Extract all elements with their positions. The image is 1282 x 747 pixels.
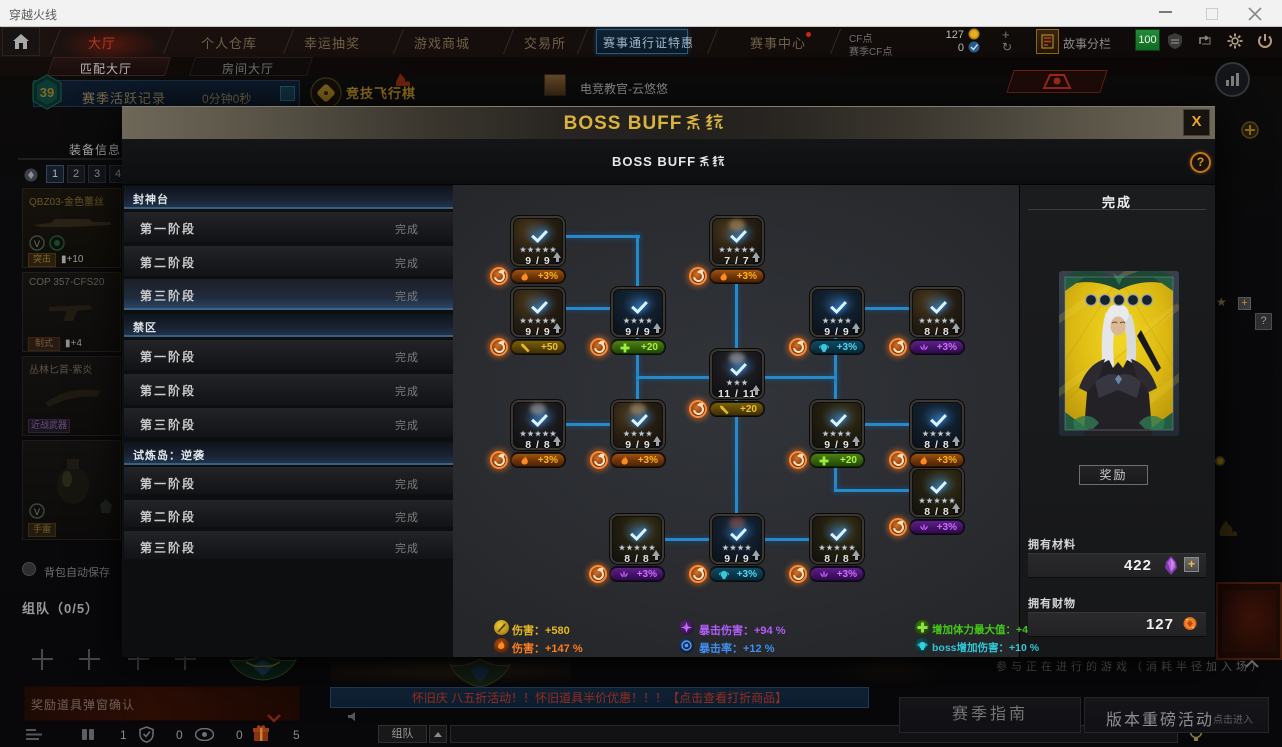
svg-text:V: V: [34, 507, 40, 517]
svg-text:39: 39: [40, 85, 54, 100]
svg-text:V: V: [34, 239, 40, 249]
